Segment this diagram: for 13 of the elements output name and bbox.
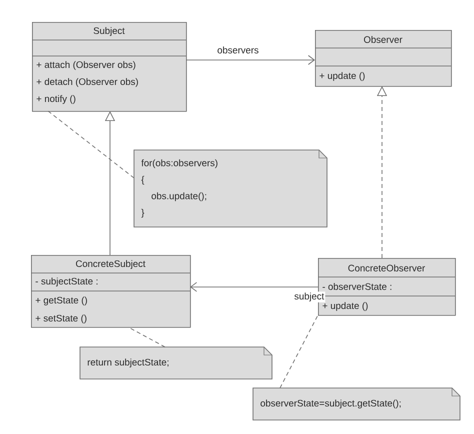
edge-label: observers: [216, 46, 260, 54]
class-box: Subject + attach (Observer obs) + detach (Observer obs) + notify (): [32, 22, 187, 112]
note-connector: [280, 314, 318, 388]
association-arrow: [186, 55, 315, 65]
note-connector: [128, 326, 166, 348]
class-box: Observer + update (): [314, 30, 452, 87]
association-arrow: [190, 282, 318, 292]
edge-label: subject: [293, 292, 326, 302]
note-connector: [48, 110, 134, 178]
class-box: ConcreteSubject - subjectState : + getState () + setState (): [30, 255, 191, 328]
note-box: observerState=subject.getState();: [252, 388, 460, 420]
note-box: return subjectState;: [80, 346, 272, 380]
note-box: for(obs:observers) { obs.update(); }: [134, 150, 328, 228]
